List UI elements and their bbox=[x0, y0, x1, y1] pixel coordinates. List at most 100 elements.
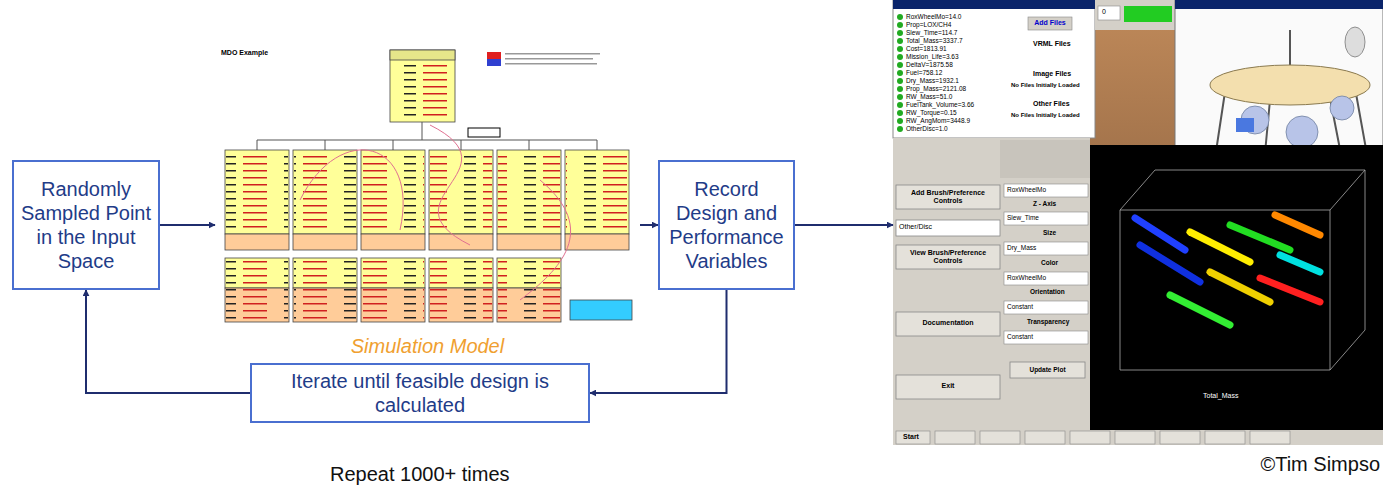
visualization-screenshot-part bbox=[893, 138, 1090, 430]
simulation-screenshot-part bbox=[565, 234, 629, 250]
screen-text: RoxWheelMo bbox=[1007, 274, 1046, 281]
visualization-screenshot-part bbox=[897, 14, 903, 20]
visualization-screenshot-part bbox=[897, 70, 903, 76]
screen-text: RW_Mass=51.0 bbox=[906, 93, 952, 100]
simulation-screenshot-part bbox=[257, 122, 597, 150]
flow-arrow bbox=[590, 290, 727, 393]
visualization-screenshot-part bbox=[1098, 6, 1120, 20]
screen-text: Slew_Time=114.7 bbox=[906, 29, 958, 36]
visualization-screenshot-part bbox=[1330, 96, 1354, 120]
visualization-screenshot-part bbox=[1175, 0, 1383, 9]
screen-text: Update Plot bbox=[1010, 366, 1085, 373]
screen-text: No Files Initially Loaded bbox=[1011, 82, 1080, 89]
image-caption: Simulation Model bbox=[215, 335, 640, 358]
screen-text: Fuel=758.12 bbox=[906, 69, 942, 76]
screen-text: VRML Files bbox=[1033, 40, 1071, 48]
simulation-screenshot-part bbox=[294, 153, 356, 231]
visualization-screenshot-part bbox=[1004, 184, 1088, 197]
screen-text: Color bbox=[1041, 259, 1058, 266]
visualization-screenshot-part bbox=[896, 245, 1000, 269]
visualization-screenshot-part bbox=[893, 0, 1095, 9]
flow-arrow bbox=[86, 290, 250, 393]
screen-text: RoxWheelMo bbox=[1007, 186, 1046, 193]
screen-text: Transparency bbox=[1027, 318, 1069, 325]
simulation-screenshot-part bbox=[566, 153, 628, 231]
visualization-screenshot-part bbox=[1090, 145, 1383, 430]
visualization-screenshot-part bbox=[1004, 272, 1088, 285]
visualization-screenshot-part bbox=[1028, 17, 1072, 30]
visualization-screenshot-node: RoxWheelMo=14.0Prop=LOX/CH4Slew_Time=114… bbox=[893, 0, 1383, 445]
visualization-screenshot-part bbox=[896, 312, 1000, 336]
simulation-screenshot-part bbox=[497, 234, 561, 250]
simulation-screenshot-part bbox=[225, 234, 289, 250]
simulation-screenshot-part bbox=[468, 128, 500, 137]
screen-text: OtherDisc=1.0 bbox=[906, 125, 948, 132]
visualization-screenshot-part bbox=[1286, 116, 1318, 148]
visualization-screenshot-part bbox=[897, 30, 903, 36]
simulation-screenshot-part bbox=[226, 260, 288, 320]
visualization-screenshot bbox=[893, 0, 1383, 445]
screen-text: FuelTank_Volume=3.66 bbox=[906, 101, 974, 108]
simulation-screenshot-part bbox=[361, 150, 425, 234]
screen-text: Add Files bbox=[1028, 19, 1072, 27]
simulation-screenshot-part bbox=[430, 125, 470, 245]
visualization-screenshot-part-part bbox=[1275, 215, 1320, 235]
simulation-model-image: Simulation Model MDO Example bbox=[215, 45, 640, 358]
screen-text: Total_Mass=3337.7 bbox=[906, 37, 963, 44]
simulation-screenshot-part bbox=[361, 234, 425, 250]
screen-text: Slew_Time bbox=[1007, 214, 1039, 221]
simulation-screenshot-part bbox=[391, 62, 454, 120]
simulation-screenshot-part bbox=[225, 150, 289, 234]
visualization-screenshot-part-part bbox=[1190, 232, 1250, 262]
screen-text: Prop_Mass=2121.08 bbox=[906, 85, 966, 92]
visualization-screenshot-part bbox=[1010, 362, 1085, 378]
copyright-note: ©Tim Simpso bbox=[1260, 453, 1380, 476]
simulation-screenshot-part bbox=[505, 63, 597, 65]
simulation-screenshot-part bbox=[520, 180, 571, 300]
simulation-screenshot-part bbox=[497, 150, 561, 234]
visualization-screenshot-part bbox=[896, 431, 930, 444]
screen-text: Constant bbox=[1007, 303, 1033, 310]
visualization-screenshot-part bbox=[1070, 431, 1110, 444]
screen-text: View Brush/Preference Controls bbox=[896, 249, 1000, 265]
screen-text: Orientation bbox=[1030, 288, 1065, 295]
simulation-screenshot-part bbox=[498, 260, 560, 320]
visualization-screenshot-part bbox=[896, 220, 1000, 236]
screen-text: MDO Example bbox=[221, 49, 268, 57]
visualization-screenshot-part bbox=[1250, 431, 1290, 444]
visualization-screenshot-part bbox=[896, 185, 1000, 209]
note-text: Repeat 1000+ times bbox=[330, 463, 510, 486]
visualization-screenshot-part bbox=[897, 22, 903, 28]
visualization-screenshot-part-part bbox=[1140, 245, 1200, 282]
screen-text: Size bbox=[1043, 229, 1056, 236]
visualization-screenshot-part bbox=[893, 430, 1383, 445]
screen-text: Other Files bbox=[1033, 100, 1070, 108]
simulation-screenshot-part bbox=[430, 260, 492, 320]
process-box: Randomly Sampled Point in the Input Spac… bbox=[12, 160, 160, 290]
simulation-screenshot-part bbox=[429, 234, 493, 250]
visualization-screenshot-part bbox=[1115, 431, 1155, 444]
process-box: Record Design and Performance Variables bbox=[658, 160, 795, 290]
simulation-screenshot-part bbox=[570, 300, 632, 320]
visualization-screenshot-part bbox=[1095, 0, 1175, 30]
visualization-screenshot-part bbox=[897, 86, 903, 92]
visualization-screenshot-part bbox=[897, 54, 903, 60]
visualization-screenshot-part bbox=[1120, 170, 1365, 370]
simulation-screenshot-part bbox=[498, 153, 560, 231]
simulation-screenshot-part bbox=[294, 260, 356, 320]
visualization-screenshot-part bbox=[1004, 212, 1088, 225]
screen-text: Start bbox=[903, 433, 919, 441]
visualization-screenshot-part bbox=[1000, 140, 1090, 178]
simulation-screenshot-part bbox=[293, 150, 357, 234]
screen-text: Image Files bbox=[1033, 70, 1071, 78]
visualization-screenshot-part bbox=[897, 46, 903, 52]
visualization-screenshot-part bbox=[896, 375, 1000, 399]
visualization-screenshot-part-part bbox=[1230, 225, 1290, 250]
visualization-screenshot-part bbox=[1124, 6, 1172, 22]
simulation-screenshot-part bbox=[362, 260, 424, 320]
screen-text: RW_AngMom=3448.9 bbox=[906, 117, 970, 124]
visualization-screenshot-part bbox=[1004, 301, 1088, 314]
simulation-screenshot-part bbox=[226, 153, 288, 231]
simulation-screenshot-part bbox=[215, 45, 640, 332]
visualization-screenshot-part bbox=[1205, 431, 1245, 444]
